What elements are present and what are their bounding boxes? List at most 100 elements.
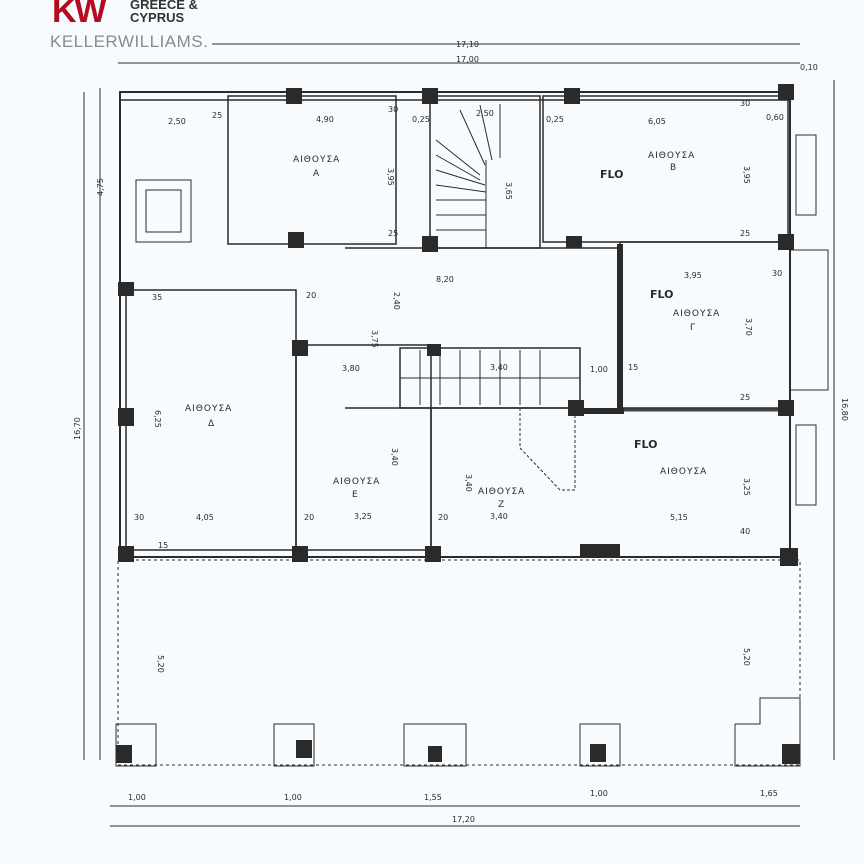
dim-left-top: 4,75 — [96, 178, 105, 196]
column — [288, 232, 304, 248]
dim-d-h: 6,25 — [153, 410, 162, 428]
kw-mark: KW — [52, 0, 107, 30]
column — [425, 546, 441, 562]
logo-brand-name: KELLERWILLIAMS. — [50, 32, 209, 51]
lower-box-4 — [579, 723, 621, 767]
dim-h-h: 3,25 — [742, 478, 751, 496]
dim-one: 1,00 — [590, 365, 608, 374]
dim-stair2: 3,40 — [490, 363, 508, 372]
dim-bottom-total: 17,20 — [452, 815, 475, 824]
column — [116, 745, 132, 763]
flo-mark-2: FLO — [650, 288, 673, 301]
dim-tick: 30 — [134, 513, 144, 522]
dim-tick: 25 — [740, 229, 750, 238]
dim-tick: 20 — [304, 513, 314, 522]
column — [782, 744, 800, 764]
dim-tick: 30 — [388, 105, 398, 114]
dim-h-w: 5,15 — [670, 513, 688, 522]
dim-left-total: 16,70 — [73, 417, 82, 440]
dim-bottom-3: 1,55 — [424, 793, 442, 802]
dim-tick: 15 — [158, 541, 168, 550]
dim-tick: 0,25 — [412, 115, 430, 124]
room-e-letter: Ε — [352, 490, 359, 500]
column — [780, 548, 798, 566]
dim-top-inner: 17,00 — [456, 55, 479, 64]
column — [292, 340, 308, 356]
room-e-title: ΑΙΘΟΥΣΑ — [333, 477, 380, 487]
dim-e-h: 3,40 — [390, 448, 399, 466]
room-h-title: ΑΙΘΟΥΣΑ — [660, 467, 707, 477]
shaft-outer — [135, 179, 192, 243]
column — [118, 546, 134, 562]
room-d-letter: Δ — [208, 419, 215, 429]
dim-tick: 25 — [212, 111, 222, 120]
room-b-letter: Β — [670, 163, 677, 173]
room-a-letter: Α — [313, 169, 320, 179]
dim-low-right: 5,20 — [742, 648, 751, 666]
dim-right-total: 16,80 — [840, 398, 849, 421]
column — [580, 544, 620, 558]
column — [566, 236, 582, 248]
flo-mark-1: FLO — [600, 168, 623, 181]
column — [778, 400, 794, 416]
dim-z-w: 3,40 — [490, 512, 508, 521]
dim-e-w2: 3,25 — [354, 512, 372, 521]
dim-a-left: 2,50 — [168, 117, 186, 126]
dim-tick: 35 — [152, 293, 162, 302]
column — [427, 344, 441, 356]
dim-tick: 20 — [306, 291, 316, 300]
dim-top-outer: 17,10 — [456, 40, 479, 49]
dim-g-h: 3,70 — [744, 318, 753, 336]
dim-z-h: 3,40 — [464, 474, 473, 492]
dim-low-left: 5,20 — [156, 655, 165, 673]
dim-d-w: 4,05 — [196, 513, 214, 522]
right-balcony — [789, 249, 829, 391]
stair-upper — [429, 95, 541, 249]
dim-bottom-5: 1,65 — [760, 789, 778, 798]
dim-a-h: 3,95 — [386, 168, 395, 186]
room-a-walls — [227, 95, 397, 245]
room-z-letter: Ζ — [498, 500, 505, 510]
dim-bottom-1: 1,00 — [128, 793, 146, 802]
logo-region-line1: GREECE & — [130, 0, 198, 12]
column — [286, 88, 302, 104]
column — [778, 234, 794, 250]
dim-tick: 15 — [628, 363, 638, 372]
dim-tick: 40 — [740, 527, 750, 536]
stair-treads-lower — [400, 350, 580, 491]
right-window-2 — [795, 424, 817, 506]
dim-tick: 25 — [740, 393, 750, 402]
column — [564, 88, 580, 104]
dim-tick: 25 — [388, 229, 398, 238]
column — [296, 740, 312, 758]
right-window — [795, 134, 817, 216]
columns — [116, 84, 800, 764]
dim-stair-h: 3,65 — [504, 182, 513, 200]
wall-thick — [617, 244, 623, 410]
lower-box-2 — [273, 723, 315, 767]
dim-tick: 20 — [438, 513, 448, 522]
room-d-title: ΑΙΘΟΥΣΑ — [185, 404, 232, 414]
dim-e-w: 3,80 — [342, 364, 360, 373]
column — [778, 84, 794, 100]
column — [590, 744, 606, 762]
dim-stair-top: 2,50 — [476, 109, 494, 118]
dim-bottom-4: 1,00 — [590, 789, 608, 798]
stair-treads-upper — [435, 104, 501, 248]
dim-top-right: 0,10 — [800, 63, 818, 72]
dim-tick: 0,60 — [766, 113, 784, 122]
column — [422, 88, 438, 104]
room-g-walls — [619, 241, 791, 409]
lower-box-5 — [734, 697, 801, 767]
column — [292, 546, 308, 562]
keller-williams-logo: KW GREECE & CYPRUS KELLERWILLIAMS. — [48, 0, 218, 52]
dim-mid-stair: 3,75 — [370, 330, 379, 348]
dim-tick: 30 — [772, 269, 782, 278]
column — [422, 236, 438, 252]
room-a-title: ΑΙΘΟΥΣΑ — [293, 155, 340, 165]
column — [118, 408, 134, 426]
logo-region: GREECE & CYPRUS — [130, 0, 198, 24]
wall-thick — [580, 408, 624, 414]
lower-box-3 — [403, 723, 467, 767]
